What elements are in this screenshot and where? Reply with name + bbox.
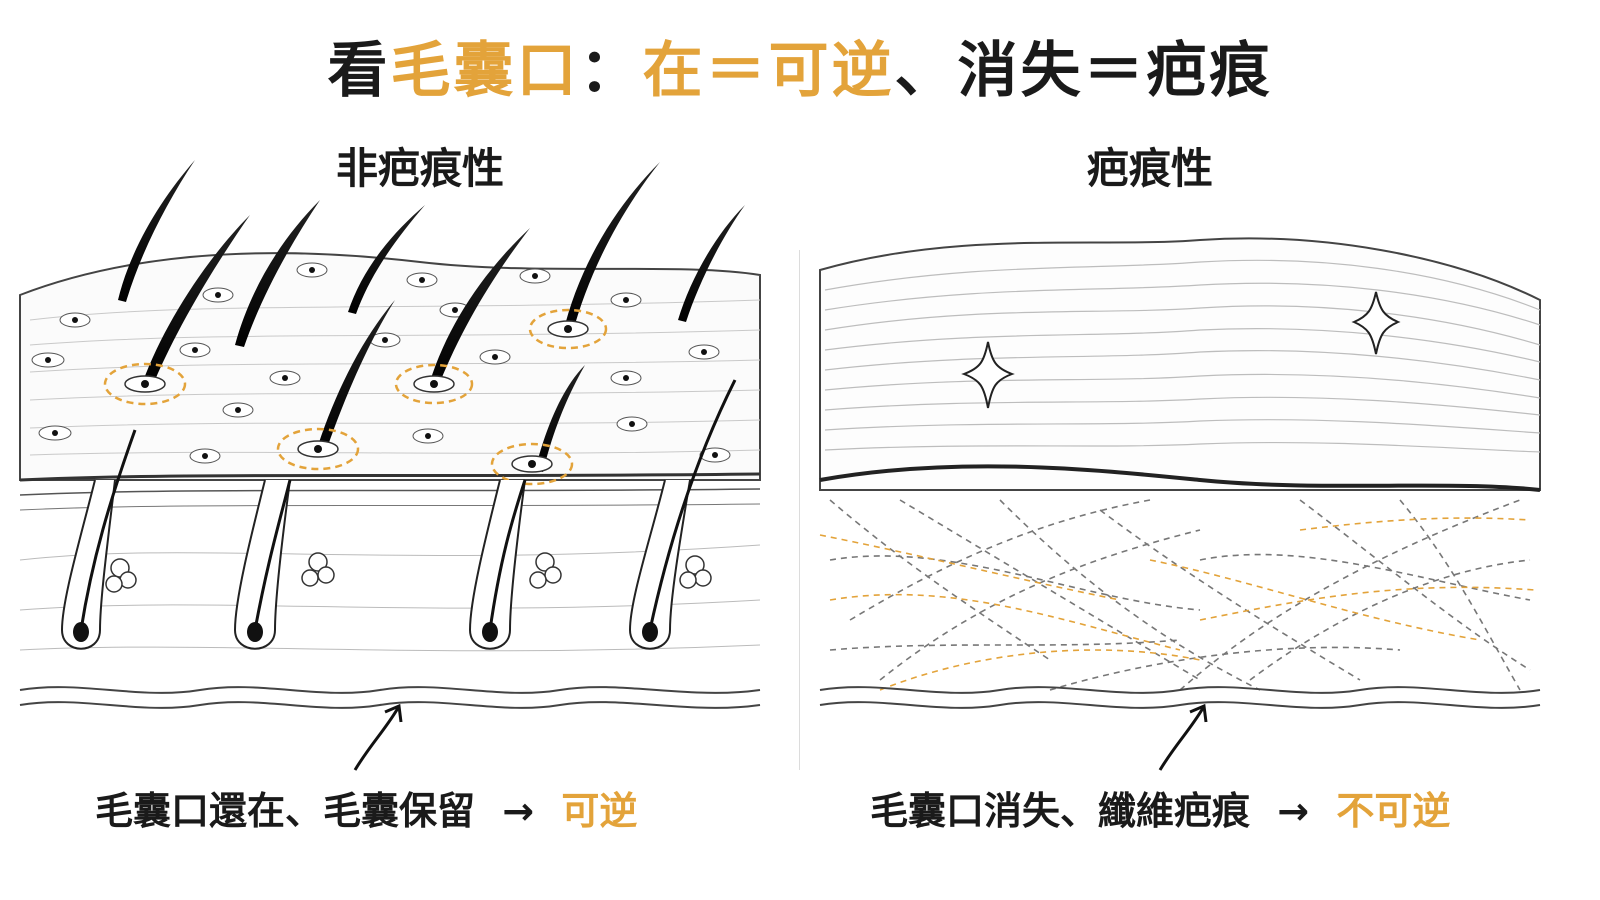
right-caption-main: 毛囊口消失、纖維疤痕 — [870, 789, 1251, 833]
non-scarring-skin-illustration — [19, 160, 761, 771]
title-part-2: 毛囊口 — [390, 36, 580, 106]
left-caption: 毛囊口還在、毛囊保留 → 可逆 — [95, 780, 637, 835]
right-caption: 毛囊口消失、纖維疤痕 → 不可逆 — [870, 780, 1450, 835]
right-caption-arrow: → — [1277, 789, 1310, 833]
fibrous-scar-tissue — [819, 499, 1536, 691]
main-title: 看毛囊口：在＝可逆、消失＝疤痕 — [0, 22, 1600, 109]
hair-follicles — [60, 479, 691, 650]
right-arrow — [1158, 703, 1208, 771]
panel-divider — [799, 250, 800, 770]
left-caption-result: 可逆 — [561, 789, 638, 833]
highlighted-follicle-openings — [103, 308, 608, 486]
left-caption-main: 毛囊口還在、毛囊保留 — [95, 789, 476, 833]
follicle-openings — [31, 262, 731, 464]
left-panel-heading: 非疤痕性 — [335, 144, 504, 193]
title-part-4: 在＝可逆 — [642, 36, 895, 106]
title-part-5: 、消失＝疤痕 — [894, 36, 1273, 106]
left-arrow — [353, 703, 403, 771]
title-part-1: 看 — [327, 36, 391, 106]
right-caption-result: 不可逆 — [1336, 789, 1451, 833]
right-panel-heading: 疤痕性 — [1086, 144, 1213, 193]
sparkle-icons — [961, 291, 1401, 409]
left-caption-arrow: → — [502, 789, 535, 833]
sebaceous-glands — [105, 552, 712, 593]
title-part-3: ： — [579, 36, 643, 106]
